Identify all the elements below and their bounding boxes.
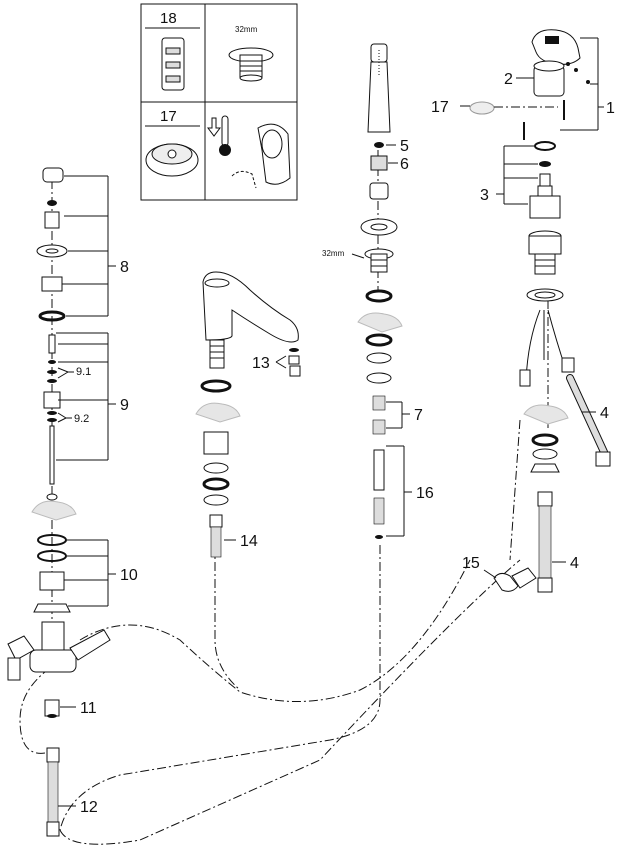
callout-11: 11 [80,700,97,717]
callout-17: 17 [431,99,449,116]
shower-adapter [369,182,389,200]
left-column-parts [7,167,111,837]
callout-8: 8 [120,259,129,276]
spout-sleeve [203,431,229,455]
callout-12: 12 [80,799,98,816]
callout-14: 14 [240,533,258,550]
callout-5: 5 [400,138,409,155]
spout-column-parts [195,271,301,558]
lever-handle-icon [231,123,291,189]
lever-handle [531,29,581,65]
inset-box: 18 32mm 17 [140,3,298,201]
spindle-head [43,391,61,409]
inset-label-18: 18 [160,10,177,27]
thermometer-icon [207,115,231,156]
callout-13: 13 [252,355,270,372]
ghost-countertop-center [195,402,241,423]
nut-32mm-icon [228,47,274,82]
hand-shower [367,43,391,133]
callout-10: 10 [120,567,138,584]
inset-label-17: 17 [160,108,177,125]
shower-nut-32mm [364,248,394,273]
cartridge-3 [529,185,561,219]
flex-hoses [519,309,575,387]
hand-shower-column-parts [357,43,403,539]
pin-part [48,334,56,354]
shower-spring-2 [372,419,386,435]
callout-2: 2 [504,71,513,88]
spout-hose-nut [209,514,223,528]
callout-4-bottom: 4 [570,555,579,572]
connection-routes [19,150,549,845]
o-ring-large [38,310,66,322]
dimension-32mm-label: 32mm [322,249,345,258]
ghost-countertop-right [523,404,569,425]
sleeve-left [39,571,65,591]
diverter-rod [373,449,385,491]
o-ring-small [47,200,57,206]
callout-7: 7 [414,407,423,424]
ghost-countertop-left [31,500,77,521]
limiter-17 [469,101,495,115]
callout-9-1: 9.1 [76,366,91,378]
cap-part [42,167,64,183]
callout-9: 9 [120,397,129,414]
aerator-ring [289,348,299,352]
spout-body [202,271,299,369]
callout-3: 3 [480,187,489,204]
mixing-valve-body-left [7,629,111,681]
aerator-housing [289,365,301,377]
spindle-rod [49,425,55,485]
callout-4-top: 4 [600,405,609,422]
nut-part [41,276,63,292]
callout-15: 15 [462,555,480,572]
callout-9-2: 9.2 [74,413,89,425]
braided-hose-4b [538,505,552,579]
callout-6: 6 [400,156,409,173]
hex-nut-left [33,603,71,613]
check-valve-11 [44,699,60,717]
elbow-15 [493,567,537,592]
leader-lines [56,37,604,807]
aerator-insert [288,355,300,365]
ghost-countertop-shower [357,312,403,333]
body-assembly [528,230,562,275]
temperature-limiter-17-icon [145,143,199,177]
shower-spring-1 [372,395,386,411]
callout-numbers: 8 9 9.1 9.2 10 11 12 13 14 5 6 7 16 32mm… [74,71,615,816]
spout-hose-14 [210,526,222,558]
adapter-part [44,211,60,229]
hose-nut-12 [46,747,60,763]
callout-16: 16 [416,485,434,502]
right-column-parts [469,29,611,593]
tool-18-icon [161,37,185,91]
braided-hose-12 [47,761,59,823]
callout-1: 1 [606,100,615,117]
inset-dimension-32mm: 32mm [235,25,258,34]
spout-o-ring [200,379,232,393]
flow-regulator [370,155,388,171]
